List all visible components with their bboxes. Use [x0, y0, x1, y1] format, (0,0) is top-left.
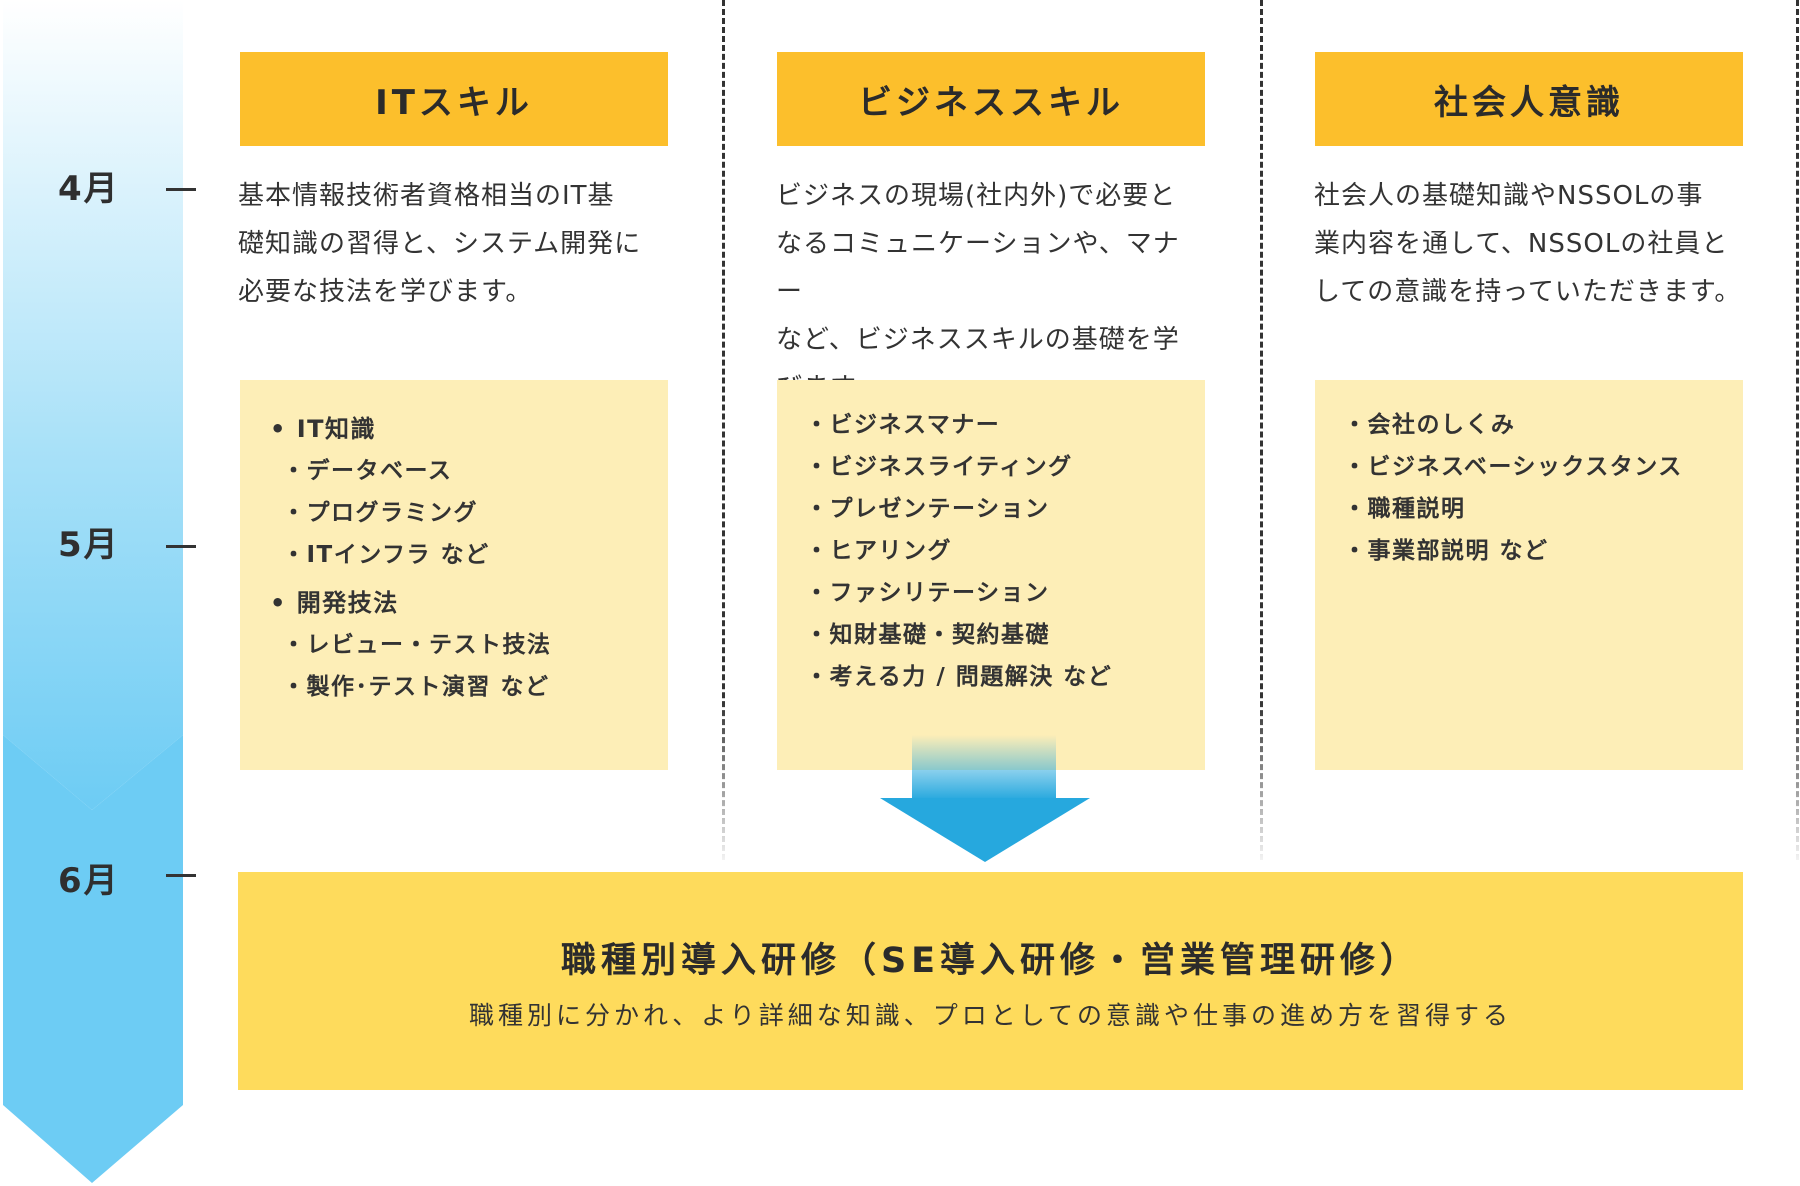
item-list-development-methods: ・レビュー・テスト技法 ・製作･テスト演習 など	[270, 624, 668, 708]
list-item: ・知財基礎・契約基礎	[805, 622, 1050, 648]
month-tick-april	[166, 188, 196, 191]
description-line: しての意識を持っていただきます。	[1314, 277, 1742, 307]
list-item: ・ビジネスマナー	[805, 412, 1001, 438]
timeline-arrow-lower	[3, 735, 183, 1183]
timeline-arrow	[3, 0, 183, 1183]
column-divider-1	[722, 0, 725, 860]
description-line: 業内容を通して、NSSOLの社員と	[1314, 229, 1729, 259]
item-list-business-skill: ・ビジネスマナー ・ビジネスライティング ・プレゼンテーション ・ヒアリング ・…	[805, 404, 1205, 698]
timeline-arrow-upper	[3, 0, 183, 810]
column-box-business-skill: ・ビジネスマナー ・ビジネスライティング ・プレゼンテーション ・ヒアリング ・…	[777, 380, 1205, 770]
list-item: ・会社のしくみ	[1343, 412, 1516, 438]
merge-arrow-head-icon	[880, 798, 1090, 862]
list-item: ・ヒアリング	[805, 538, 952, 564]
group-title-it-knowledge: • IT知識	[270, 415, 376, 443]
column-header-professional-awareness: 社会人意識	[1315, 52, 1743, 146]
column-description-professional-awareness: 社会人の基礎知識やNSSOLの事 業内容を通して、NSSOLの社員と しての意識…	[1314, 172, 1744, 316]
list-item: ・事業部説明 など	[1343, 538, 1549, 564]
job-specific-training-subtitle: 職種別に分かれ、より詳細な知識、プロとしての意識や仕事の進め方を習得する	[468, 1001, 1512, 1030]
column-header-it-skill: ITスキル	[240, 52, 668, 146]
list-item: ・レビュー・テスト技法	[282, 632, 552, 658]
column-divider-3	[1796, 0, 1799, 860]
job-specific-training-title: 職種別導入研修（SE導入研修・営業管理研修）	[560, 941, 1421, 981]
job-specific-training-box: 職種別導入研修（SE導入研修・営業管理研修） 職種別に分かれ、より詳細な知識、プ…	[238, 872, 1743, 1090]
list-item: ・プログラミング	[282, 500, 478, 526]
group-title-development-methods: • 開発技法	[270, 589, 399, 617]
month-label-may: 5月	[58, 525, 120, 565]
description-line: 基本情報技術者資格相当のIT基	[238, 181, 615, 211]
column-description-business-skill: ビジネスの現場(社内外)で必要と なるコミュニケーションや、マナー など、ビジネ…	[776, 172, 1206, 412]
item-list-professional-awareness: ・会社のしくみ ・ビジネスベーシックスタンス ・職種説明 ・事業部説明 など	[1343, 404, 1743, 572]
merge-arrow-shaft	[912, 735, 1056, 800]
description-line: など、ビジネススキルの基礎を学	[776, 325, 1180, 355]
description-line: ビジネスの現場(社内外)で必要と	[776, 181, 1177, 211]
month-tick-may	[166, 545, 196, 548]
column-divider-2	[1260, 0, 1263, 860]
list-item: ・職種説明	[1343, 496, 1466, 522]
list-item: ・ファシリテーション	[805, 580, 1050, 606]
description-line: 社会人の基礎知識やNSSOLの事	[1314, 181, 1704, 211]
list-item: ・プレゼンテーション	[805, 496, 1050, 522]
description-line: 礎知識の習得と、システム開発に	[238, 229, 642, 259]
month-label-june: 6月	[58, 861, 120, 901]
column-box-professional-awareness: ・会社のしくみ ・ビジネスベーシックスタンス ・職種説明 ・事業部説明 など	[1315, 380, 1743, 770]
list-item: ・製作･テスト演習 など	[282, 674, 550, 700]
column-box-it-skill: • IT知識 ・データベース ・プログラミング ・ITインフラ など • 開発技…	[240, 380, 668, 770]
list-item: ・ITインフラ など	[282, 542, 490, 568]
list-item: ・データベース	[282, 458, 453, 484]
column-description-it-skill: 基本情報技術者資格相当のIT基 礎知識の習得と、システム開発に 必要な技法を学び…	[238, 172, 668, 316]
month-label-april: 4月	[58, 169, 120, 209]
column-divider-3-fade	[1794, 700, 1800, 870]
item-list-it-knowledge: ・データベース ・プログラミング ・ITインフラ など	[270, 450, 668, 576]
description-line: なるコミュニケーションや、マナー	[776, 229, 1180, 307]
column-header-business-skill: ビジネススキル	[777, 52, 1205, 146]
list-item: ・ビジネスライティング	[805, 454, 1073, 480]
column-divider-2-fade	[1258, 700, 1266, 870]
column-divider-1-fade	[720, 700, 728, 870]
list-item: ・考える力 / 問題解決 など	[805, 664, 1113, 690]
list-item: ・ビジネスベーシックスタンス	[1343, 454, 1683, 480]
description-line: 必要な技法を学びます。	[238, 277, 533, 307]
month-tick-june	[166, 874, 196, 877]
